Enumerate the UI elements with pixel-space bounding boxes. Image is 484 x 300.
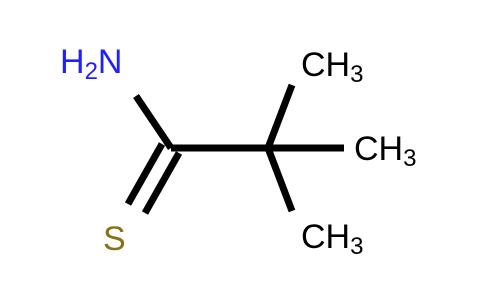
- bond-c1-s-a: [124, 142, 166, 206]
- atom-label-methyl-right: CH3: [354, 130, 416, 172]
- bond-c2-me-bottom: [264, 146, 296, 213]
- atom-label-methyl-top: CH3: [301, 46, 363, 88]
- atom-label-nh2: H2N: [60, 43, 122, 85]
- bond-n-c1: [133, 94, 174, 150]
- bonds: [124, 83, 344, 215]
- atom-label-methyl-bottom: CH3: [301, 218, 363, 260]
- bond-c2-me-top: [264, 83, 296, 150]
- bond-c1-s-b: [141, 151, 183, 215]
- atom-label-s: S: [103, 220, 126, 258]
